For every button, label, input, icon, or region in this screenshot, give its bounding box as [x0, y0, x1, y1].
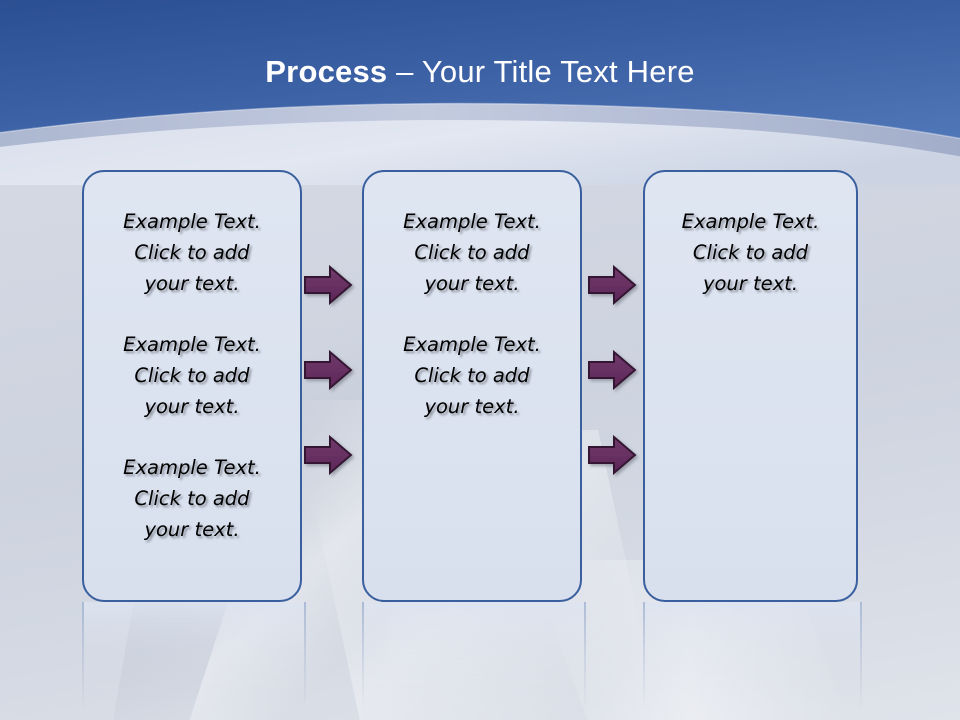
slide-header-band — [0, 0, 960, 185]
slide-title-dash: – — [387, 54, 422, 89]
right-arrow-icon — [588, 349, 637, 391]
slide-title-rest: Your Title Text Here — [421, 54, 695, 89]
box-reflection-3 — [643, 602, 862, 720]
process-box-3-content: Example Text. Click to add your text. — [659, 206, 842, 299]
process-box-1-content: Example Text. Click to add your text. Ex… — [98, 206, 286, 545]
arrow-col1-row3[interactable] — [302, 433, 354, 477]
right-arrow-icon — [304, 349, 353, 391]
header-swoosh-graphic — [0, 0, 960, 185]
process-box-1-paragraph-2[interactable]: Example Text. Click to add your text. — [123, 333, 261, 418]
process-box-2-content: Example Text. Click to add your text. Ex… — [378, 206, 566, 422]
process-box-2-paragraph-2[interactable]: Example Text. Click to add your text. — [403, 333, 541, 418]
arrow-col1-row2[interactable] — [302, 348, 354, 392]
box-reflection-2 — [362, 602, 586, 720]
right-arrow-icon — [304, 434, 353, 476]
process-box-1[interactable]: Example Text. Click to add your text. Ex… — [82, 170, 302, 602]
arrow-col2-row1[interactable] — [586, 263, 638, 307]
slide-title-bold-part: Process — [265, 54, 388, 89]
process-box-2-paragraph-1[interactable]: Example Text. Click to add your text. — [403, 210, 541, 295]
process-box-1-paragraph-1[interactable]: Example Text. Click to add your text. — [123, 210, 261, 295]
box-reflection-layer — [0, 602, 960, 720]
process-box-1-paragraph-3[interactable]: Example Text. Click to add your text. — [123, 456, 261, 541]
slide-title: Process – Your Title Text Here — [0, 52, 960, 92]
process-box-3[interactable]: Example Text. Click to add your text. — [643, 170, 858, 602]
arrow-col2-row3[interactable] — [586, 433, 638, 477]
right-arrow-icon — [588, 434, 637, 476]
process-box-3-paragraph-1[interactable]: Example Text. Click to add your text. — [681, 210, 820, 295]
right-arrow-icon — [588, 264, 637, 306]
process-box-2[interactable]: Example Text. Click to add your text. Ex… — [362, 170, 582, 602]
box-reflection-1 — [82, 602, 306, 720]
arrow-col1-row1[interactable] — [302, 263, 354, 307]
arrow-col2-row2[interactable] — [586, 348, 638, 392]
right-arrow-icon — [304, 264, 353, 306]
